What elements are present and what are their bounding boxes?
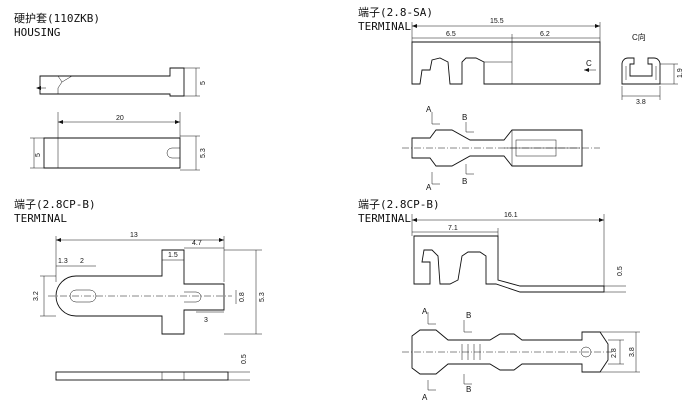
terminal-cpb-left-dim-15: 1.5 <box>168 252 178 259</box>
terminal-cpb-right-dim-38: 3.8 <box>629 347 636 357</box>
terminal-cpb-left-dim-32: 3.2 <box>33 291 40 301</box>
terminal-sa-side-view: C <box>411 41 601 85</box>
terminal-cpb-left-top-view: 3.2 3 0.8 5.3 <box>33 249 266 335</box>
terminal-cpb-right-side-view: 0.5 <box>413 235 626 293</box>
terminal-sa-dim-height: 1.9 <box>677 68 684 78</box>
housing-title-cn: 硬护套(110ZKB) <box>14 11 100 25</box>
terminal-cpb-left-side-view: 0.5 <box>55 354 250 381</box>
terminal-cpb-left-block: 端子(2.8CP-B) TERMINAL 13 4.7 1.5 1.3 2 3.… <box>14 198 266 381</box>
terminal-cpb-right-dim-71: 7.1 <box>448 225 458 232</box>
terminal-sa-section-a-top: A <box>426 105 432 114</box>
terminal-cpb-right-block: 端子(2.8CP-B) TERMINAL 16.1 7.1 0.5 <box>358 198 640 402</box>
housing-dim-height-side: 5 <box>200 81 207 85</box>
terminal-cpb-left-dim-08: 0.8 <box>239 292 246 302</box>
terminal-sa-dim-right: 6.2 <box>540 31 550 38</box>
terminal-cpb-left-dim-13: 1.3 <box>58 258 68 265</box>
terminal-cpb-right-section-b-top: B <box>466 311 471 320</box>
terminal-sa-section-b-bottom: B <box>462 177 467 186</box>
terminal-sa-c-view: C向 1.9 3.8 <box>621 32 684 106</box>
housing-dim-length: 20 <box>116 115 124 122</box>
terminal-cpb-right-dim-28: 2.8 <box>611 348 618 358</box>
terminal-sa-top-view: A A B B <box>402 105 600 192</box>
terminal-cpb-right-section-a-bottom: A <box>422 393 428 402</box>
terminal-sa-dim-overall: 15.5 <box>490 18 504 25</box>
housing-top-view: 20 5 5.3 <box>30 112 207 171</box>
terminal-sa-dim-width: 3.8 <box>636 99 646 106</box>
terminal-cpb-right-section-a-top: A <box>422 307 428 316</box>
terminal-cpb-right-title-en: TERMINAL <box>358 212 411 225</box>
terminal-sa-section-b-top: B <box>462 113 467 122</box>
terminal-cpb-right-title-cn: 端子(2.8CP-B) <box>358 198 440 211</box>
terminal-sa-view-arrow: C <box>586 59 592 68</box>
terminal-sa-block: 端子(2.8-SA) TERMINAL 15.5 6.5 6.2 C C向 <box>358 6 684 192</box>
terminal-cpb-left-dim-47: 4.7 <box>192 240 202 247</box>
housing-block: 硬护套(110ZKB) HOUSING 5 20 <box>14 11 207 171</box>
terminal-cpb-left-dim-05: 0.5 <box>241 354 248 364</box>
housing-side-view: 5 <box>36 67 207 97</box>
terminal-sa-title-en: TERMINAL <box>358 20 411 33</box>
terminal-sa-view-label: C向 <box>632 32 646 42</box>
terminal-cpb-left-dim-2: 2 <box>80 258 84 265</box>
terminal-cpb-left-title-en: TERMINAL <box>14 212 67 225</box>
terminal-cpb-left-dim-3: 3 <box>204 317 208 324</box>
housing-dim-width-right: 5.3 <box>200 148 207 158</box>
terminal-cpb-left-title-cn: 端子(2.8CP-B) <box>14 198 96 211</box>
terminal-cpb-left-dim-53: 5.3 <box>259 292 266 302</box>
terminal-cpb-left-dim-overall: 13 <box>130 232 138 239</box>
terminal-sa-section-a-bottom: A <box>426 183 432 192</box>
terminal-cpb-right-top-view: A A B B 2.8 3.8 <box>402 307 640 402</box>
housing-dim-width-left: 5 <box>35 153 42 157</box>
terminal-cpb-right-section-b-bottom: B <box>466 385 471 394</box>
terminal-cpb-right-dim-05: 0.5 <box>617 266 624 276</box>
terminal-sa-dim-left: 6.5 <box>446 31 456 38</box>
terminal-cpb-right-dim-overall: 16.1 <box>504 212 518 219</box>
terminal-sa-title-cn: 端子(2.8-SA) <box>358 6 433 19</box>
housing-title-en: HOUSING <box>14 26 60 39</box>
